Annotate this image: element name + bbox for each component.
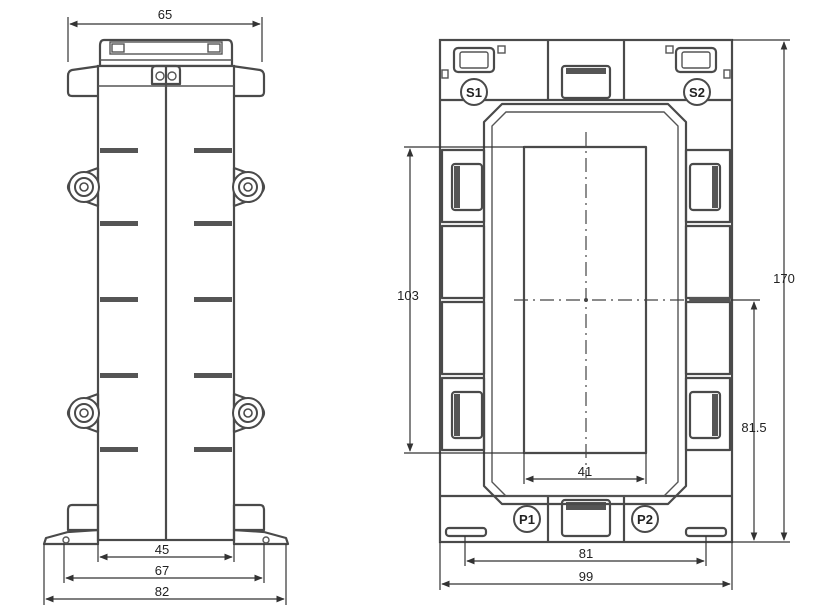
terminal-p1: P1 [513, 505, 541, 533]
side-left-ear [66, 64, 102, 98]
side-top-slot [109, 41, 223, 55]
front-bottom-clip [560, 498, 612, 538]
side-left-foot [42, 528, 100, 546]
side-dimensions: 65 45 67 82 [43, 7, 287, 605]
side-bolt-icon [232, 397, 264, 429]
terminal-s2: S2 [683, 78, 711, 106]
dim-front-hole-spacing: 81 [579, 546, 593, 561]
side-bolt-icon [232, 171, 264, 203]
front-view: S1 S2 P1 P2 [438, 38, 734, 544]
dim-front-center-height: 81.5 [741, 420, 766, 435]
dim-side-inner-base: 45 [155, 542, 169, 557]
side-bolt-icon [68, 397, 100, 429]
dim-front-total-width: 99 [579, 569, 593, 584]
front-side-panels [440, 148, 732, 452]
svg-text:P2: P2 [637, 512, 653, 527]
dim-front-total-height: 170 [773, 271, 795, 286]
dim-side-mid-base: 67 [155, 563, 169, 578]
side-ribs [100, 148, 232, 452]
terminal-s1: S1 [460, 78, 488, 106]
terminal-p2: P2 [631, 505, 659, 533]
side-right-ear [230, 64, 266, 98]
front-top-clip [560, 64, 612, 100]
svg-text:S2: S2 [689, 85, 705, 100]
front-dimensions: 103 170 81.5 41 81 99 [397, 39, 795, 590]
side-view [42, 38, 290, 546]
dim-front-window-height: 103 [397, 288, 419, 303]
dim-side-top-width: 65 [158, 7, 172, 22]
svg-text:P1: P1 [519, 512, 535, 527]
dim-side-outer-base: 82 [155, 584, 169, 599]
side-bolt-icon [68, 171, 100, 203]
svg-text:S1: S1 [466, 85, 482, 100]
side-right-foot [232, 528, 290, 546]
dim-front-window-width: 41 [578, 464, 592, 479]
